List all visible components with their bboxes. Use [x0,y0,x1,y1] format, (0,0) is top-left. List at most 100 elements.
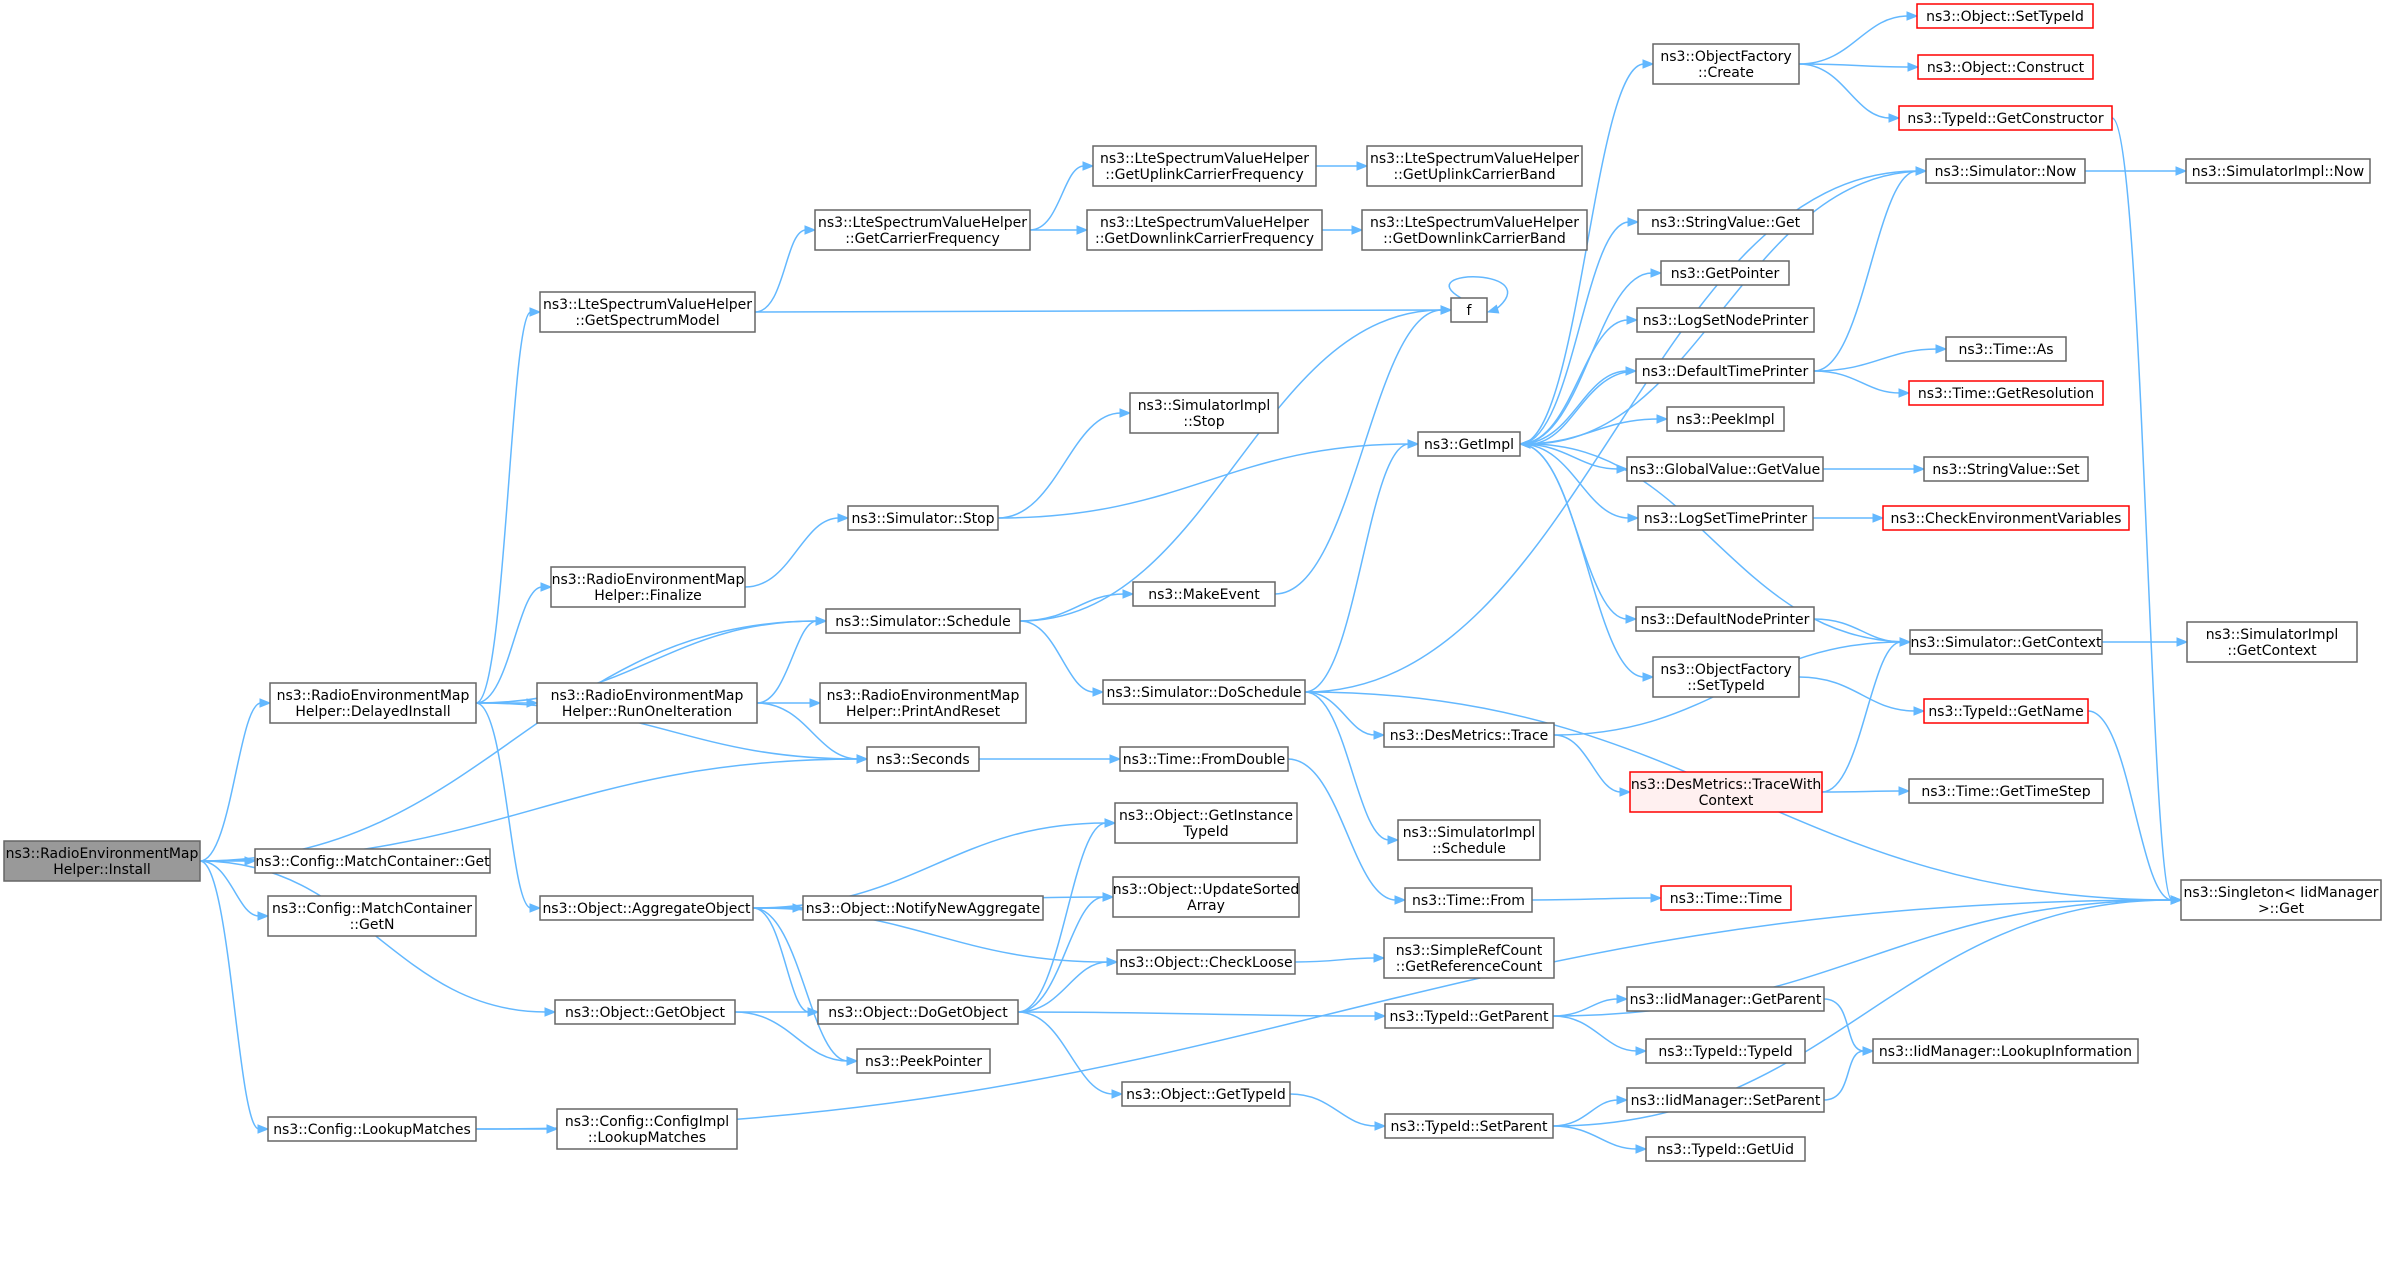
node-box[interactable] [539,895,754,921]
node-box[interactable] [1116,949,1296,975]
node-box[interactable] [856,1048,991,1074]
node-stringValueGet[interactable]: ns3::StringValue::Get [1637,209,1814,235]
node-typeIdGetName[interactable]: ns3::TypeId::GetName [1923,698,2089,724]
node-box[interactable] [1660,260,1790,286]
node-box[interactable] [1909,629,2103,655]
node-makeEvent[interactable]: ns3::MakeEvent [1132,581,1276,607]
node-simStop[interactable]: ns3::Simulator::Stop [847,505,999,531]
node-box[interactable] [1404,887,1533,913]
node-getCarrierFreq[interactable]: ns3::LteSpectrumValueHelper::GetCarrierF… [814,209,1031,251]
node-box[interactable] [1635,358,1815,384]
node-objConstruct[interactable]: ns3::Object::Construct [1917,54,2094,80]
node-box[interactable] [1384,1113,1554,1139]
node-box[interactable] [1660,885,1792,911]
node-printAndReset[interactable]: ns3::RadioEnvironmentMapHelper::PrintAnd… [819,682,1027,724]
node-objFactoryCreate[interactable]: ns3::ObjectFactory::Create [1652,43,1800,85]
node-fromDouble[interactable]: ns3::Time::FromDouble [1119,746,1289,772]
node-box[interactable] [1645,1038,1806,1064]
node-box[interactable] [814,209,1031,251]
node-timeAs[interactable]: ns3::Time::As [1945,336,2067,362]
node-box[interactable] [1637,505,1814,531]
node-box[interactable] [1645,1136,1806,1162]
node-singletonGet[interactable]: ns3::Singleton< IidManager >::Get [2180,879,2382,921]
node-stringValueSet[interactable]: ns3::StringValue::Set [1923,456,2089,482]
node-box[interactable] [1384,1003,1554,1029]
node-delayedInstall[interactable]: ns3::RadioEnvironmentMapHelper::DelayedI… [269,682,477,724]
node-box[interactable] [1923,698,2089,724]
node-getTypeIdObj[interactable]: ns3::Object::GetTypeId [1121,1081,1291,1107]
node-doSchedule[interactable]: ns3::Simulator::DoSchedule [1102,679,1306,705]
node-box[interactable] [2185,158,2371,184]
node-box[interactable] [1121,1081,1291,1107]
node-checkEnvVars[interactable]: ns3::CheckEnvironmentVariables [1882,505,2130,531]
node-box[interactable] [1666,406,1785,432]
node-simImplStop[interactable]: ns3::SimulatorImpl::Stop [1129,392,1279,434]
node-box[interactable] [1637,209,1814,235]
node-mcGetN[interactable]: ns3::Config::MatchContainer::GetN [267,895,477,937]
node-getPointer[interactable]: ns3::GetPointer [1660,260,1790,286]
node-box[interactable] [269,682,477,724]
node-box[interactable] [1361,209,1588,251]
node-box[interactable] [1945,336,2067,362]
node-box[interactable] [1917,54,2094,80]
node-typeIdGetUid[interactable]: ns3::TypeId::GetUid [1645,1136,1806,1162]
node-box[interactable] [817,999,1019,1025]
node-defaultNodePrinter[interactable]: ns3::DefaultNodePrinter [1635,606,1815,632]
node-simImplGetContext[interactable]: ns3::SimulatorImpl::GetContext [2186,621,2358,663]
node-box[interactable] [2180,879,2382,921]
node-simImplSchedule[interactable]: ns3::SimulatorImpl::Schedule [1397,819,1541,861]
node-checkLoose[interactable]: ns3::Object::CheckLoose [1116,949,1296,975]
node-mcGet[interactable]: ns3::Config::MatchContainer::Get [254,848,491,874]
node-typeIdGetConstructor[interactable]: ns3::TypeId::GetConstructor [1898,105,2113,131]
node-getImpl[interactable]: ns3::GetImpl [1417,431,1521,457]
node-box[interactable] [536,682,758,724]
node-doGetObject[interactable]: ns3::Object::DoGetObject [817,999,1019,1025]
node-box[interactable] [1626,1087,1825,1113]
node-box[interactable] [1908,778,2104,804]
node-box[interactable] [267,895,477,937]
node-box[interactable] [1112,876,1300,918]
node-lookupMatches[interactable]: ns3::Config::LookupMatches [267,1116,477,1142]
node-box[interactable] [1450,297,1488,323]
node-simNow[interactable]: ns3::Simulator::Now [1925,158,2086,184]
node-box[interactable] [267,1116,477,1142]
node-box[interactable] [825,608,1021,634]
node-box[interactable] [1092,145,1317,187]
node-getDownlinkFreq[interactable]: ns3::LteSpectrumValueHelper::GetDownlink… [1086,209,1323,251]
node-timeGetResolution[interactable]: ns3::Time::GetResolution [1908,380,2104,406]
node-typeIdSetParent[interactable]: ns3::TypeId::SetParent [1384,1113,1554,1139]
node-iidLookupInfo[interactable]: ns3::IidManager::LookupInformation [1872,1038,2139,1064]
node-box[interactable] [1383,722,1555,748]
node-objSetTypeId[interactable]: ns3::Object::SetTypeId [1916,3,2094,29]
node-box[interactable] [556,1108,738,1150]
node-aggregateObject[interactable]: ns3::Object::AggregateObject [539,895,754,921]
node-box[interactable] [550,566,746,608]
node-f[interactable]: f [1450,297,1488,323]
node-iidGetParent[interactable]: ns3::IidManager::GetParent [1626,986,1825,1012]
node-box[interactable] [1397,819,1541,861]
node-box[interactable] [254,848,491,874]
node-simSchedule[interactable]: ns3::Simulator::Schedule [825,608,1021,634]
node-runOneIteration[interactable]: ns3::RadioEnvironmentMapHelper::RunOneIt… [536,682,758,724]
node-timeTime[interactable]: ns3::Time::Time [1660,885,1792,911]
node-seconds[interactable]: ns3::Seconds [866,746,980,772]
node-box[interactable] [1916,3,2094,29]
node-box[interactable] [1129,392,1279,434]
node-box[interactable] [1898,105,2113,131]
node-box[interactable] [1925,158,2086,184]
node-box[interactable] [1908,380,2104,406]
node-box[interactable] [1872,1038,2139,1064]
node-getUplinkFreq[interactable]: ns3::LteSpectrumValueHelper::GetUplinkCa… [1092,145,1317,187]
node-logSetNodePrinter[interactable]: ns3::LogSetNodePrinter [1636,307,1815,333]
node-box[interactable] [866,746,980,772]
node-notifyNewAggregate[interactable]: ns3::Object::NotifyNewAggregate [802,895,1044,921]
node-simGetContext[interactable]: ns3::Simulator::GetContext [1909,629,2103,655]
node-desTrace[interactable]: ns3::DesMetrics::Trace [1383,722,1555,748]
node-defaultTimePrinter[interactable]: ns3::DefaultTimePrinter [1635,358,1815,384]
node-simImplNow[interactable]: ns3::SimulatorImpl::Now [2185,158,2371,184]
node-box[interactable] [2186,621,2358,663]
